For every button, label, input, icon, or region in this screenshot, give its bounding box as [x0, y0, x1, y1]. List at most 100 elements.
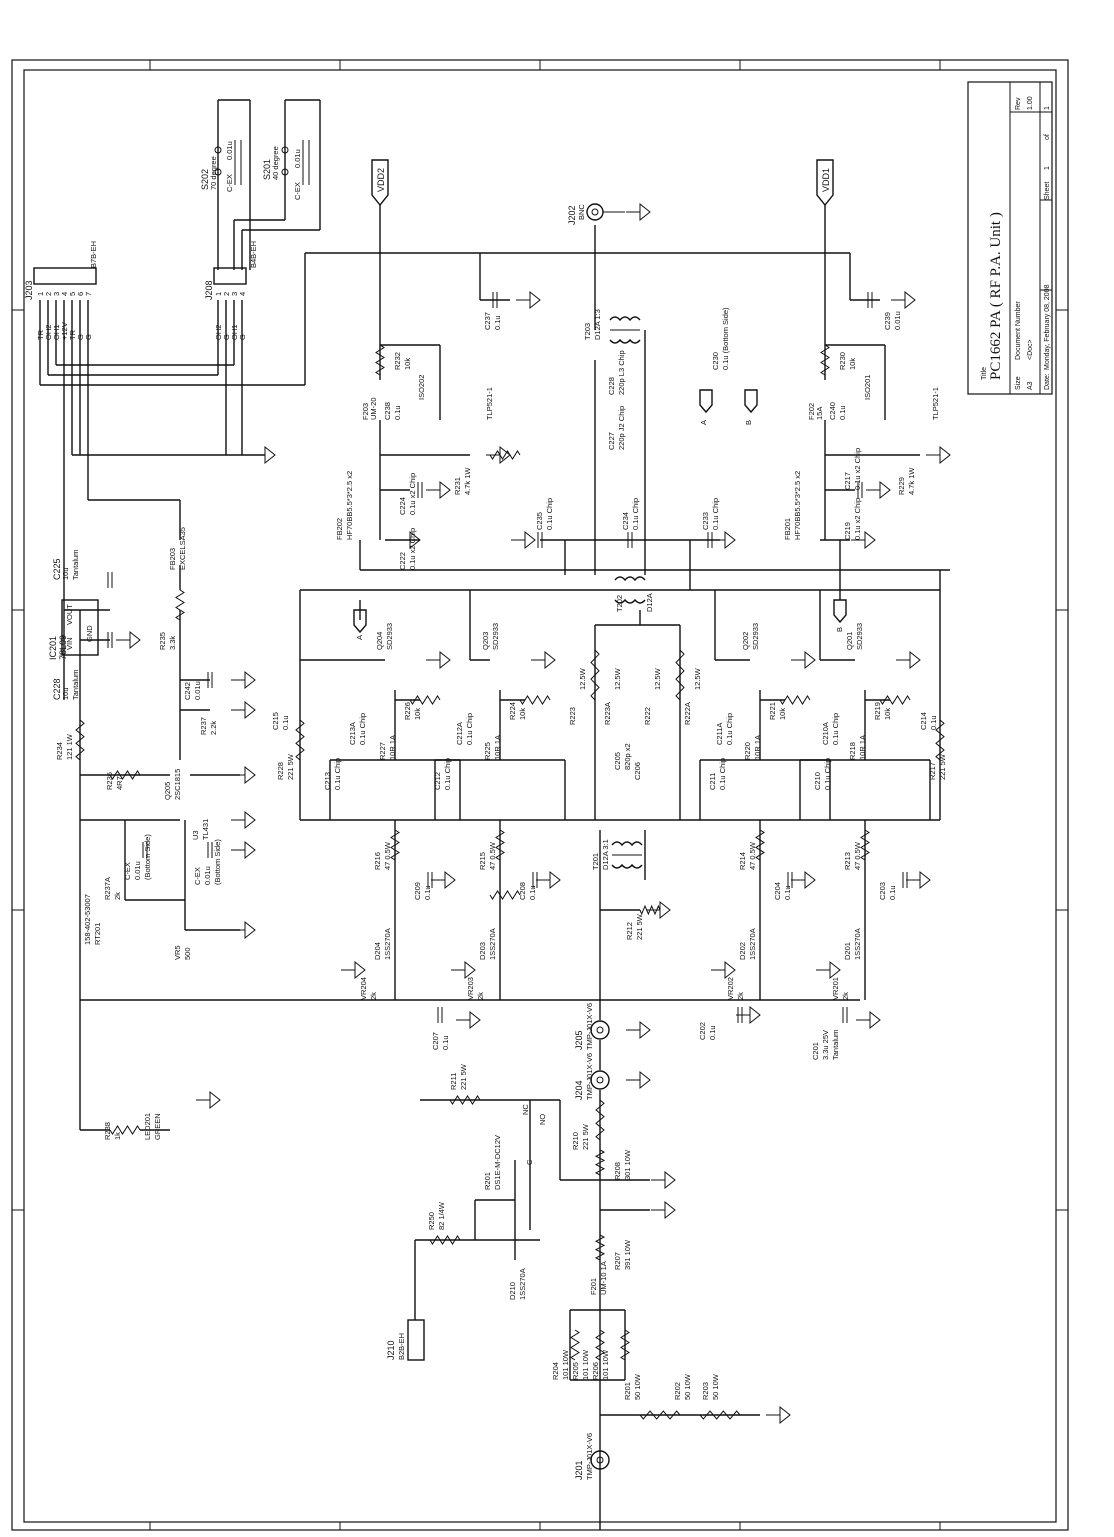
resistor-symbol: [594, 1149, 606, 1176]
resistor-symbol: [75, 719, 85, 761]
label-f202-value: 15A: [815, 407, 824, 420]
j208-pin-net: OH1: [230, 325, 239, 340]
resistor-symbol: [295, 719, 305, 761]
ground-symbol: [626, 202, 651, 222]
label-c211a: C211A: [715, 723, 724, 745]
label-r238-value: 1k: [113, 1132, 122, 1140]
j208-type: B4B-EH: [249, 241, 258, 268]
label-d201: D201: [843, 942, 852, 960]
resistor-symbol: [109, 1125, 141, 1135]
label-q-type: SD2933: [855, 623, 864, 650]
ground-symbol: [651, 1200, 676, 1220]
label-r237-value: 2.2k: [209, 721, 218, 735]
j203-pin-net: TR: [68, 329, 77, 340]
j202-type: BNC: [577, 204, 586, 220]
resistor-symbol: [489, 890, 521, 900]
wiring: [39, 99, 950, 1530]
label-t203-value: D12A 1:3: [593, 309, 602, 340]
label-r-10r-value: 10R 1A: [493, 735, 502, 760]
label-r235-value: 3.3k: [168, 636, 177, 650]
label-f202: F202: [807, 403, 816, 420]
label-c227-value: 220p J2 Chip: [617, 406, 626, 450]
j208-pin-number: 3: [230, 292, 239, 296]
ic201-ref: IC201: [48, 636, 58, 660]
j202-ref: J202: [567, 205, 577, 225]
label-r-47-value: 47 0.5W: [383, 841, 392, 870]
label-u3: U3: [191, 830, 200, 840]
label-r203: R203: [701, 1382, 710, 1400]
label-c205-value: 820p x2: [623, 743, 632, 770]
label-r230: R230: [838, 352, 847, 370]
ic201-pin-vin: VIN: [65, 637, 74, 650]
resistor-symbol: [860, 829, 870, 861]
capacitor-symbol: [492, 292, 498, 308]
resistor-symbol: [779, 695, 811, 705]
c225-note: Tantalum: [71, 550, 80, 580]
label-r227: R227: [378, 742, 387, 760]
label-r217-value: 221 5W: [938, 753, 947, 780]
label-c201-value: 3.3u 25V: [821, 1030, 830, 1060]
resistor-symbol: [595, 1099, 605, 1141]
ground-symbol: [516, 290, 541, 310]
drawing-title: PC1662 PA ( RF P.A. Unit ): [988, 212, 1004, 380]
j203-pin-number: 7: [84, 292, 93, 296]
ground-symbol: [791, 650, 816, 670]
label-r218: R218: [848, 742, 857, 760]
capacitor-symbol: [842, 1007, 848, 1023]
label-c240-value: 0.1u: [838, 405, 847, 420]
j203-pin-number: 5: [68, 292, 77, 296]
label-q204: Q204: [375, 632, 384, 650]
capacitor-symbol: [107, 632, 113, 648]
label-c235-value: 0.1u Chip: [545, 498, 554, 530]
label-c201-note: Tantalum: [831, 1030, 840, 1060]
capacitor-symbol: [437, 1007, 443, 1023]
label-r226: R226: [403, 702, 412, 720]
label-r210: R210: [571, 1132, 580, 1150]
label-r208-value: 301 10W: [623, 1149, 632, 1180]
label-c-chip-value: 0.1u Chip: [358, 713, 367, 745]
size-value: A3: [1027, 381, 1034, 390]
label-r223a: R223A: [603, 702, 612, 725]
s201-value: 40 degree: [271, 146, 280, 180]
label-r211: R211: [449, 1073, 458, 1090]
label-c242: C242: [183, 682, 192, 700]
label-r-10r-value: 10R 1A: [858, 735, 867, 760]
label-r229-value: 4.7k 1W: [907, 467, 916, 495]
label-d204: D204: [373, 942, 382, 960]
ground-symbol: [851, 530, 876, 550]
c228-ref: C228: [52, 678, 62, 700]
ground-symbol: [486, 445, 511, 465]
connector-j204: [590, 1070, 610, 1090]
ic201-type: 78L09: [58, 635, 68, 660]
j208-pin-net: G: [238, 334, 247, 340]
label-r207-value: 391 10W: [623, 1239, 632, 1270]
s201-ref: S201: [262, 159, 272, 180]
label-q201: Q201: [845, 632, 854, 650]
resistor-symbol: [375, 344, 385, 376]
label-r224: R224: [508, 702, 517, 720]
label-r236: R236: [105, 772, 114, 790]
label-c210: C210: [813, 772, 822, 790]
label-c215-value: 0.1u: [281, 715, 290, 730]
label-c217: C217: [843, 472, 852, 490]
label-q205: Q205: [163, 782, 172, 800]
label-fb202: FB202: [335, 518, 344, 540]
label-c228b: C228: [607, 377, 616, 395]
label-c-chip-value: 0.1u Chip: [831, 713, 840, 745]
label-r203-value: 50 10W: [711, 1373, 720, 1400]
ground-symbol: [531, 650, 556, 670]
sheet-value: 1: [1044, 166, 1051, 170]
label-c233: C233: [701, 512, 710, 530]
label-net-b: B: [744, 420, 753, 425]
label-c-01u-value: 0.1u: [888, 885, 897, 900]
label-net-a: A: [699, 420, 708, 425]
label-c-chip-value: 0.1u Chip: [465, 713, 474, 745]
of-caption: of: [1044, 134, 1051, 140]
resistor-symbol: [409, 695, 441, 705]
resistor-symbol: [699, 1410, 741, 1420]
net-port-b2: [744, 389, 758, 414]
label-fb203-value: EXCELSA35: [178, 527, 187, 570]
resistor-symbol: [935, 719, 945, 761]
label-r250: R250: [427, 1212, 436, 1230]
label-c227: C227: [607, 432, 616, 450]
